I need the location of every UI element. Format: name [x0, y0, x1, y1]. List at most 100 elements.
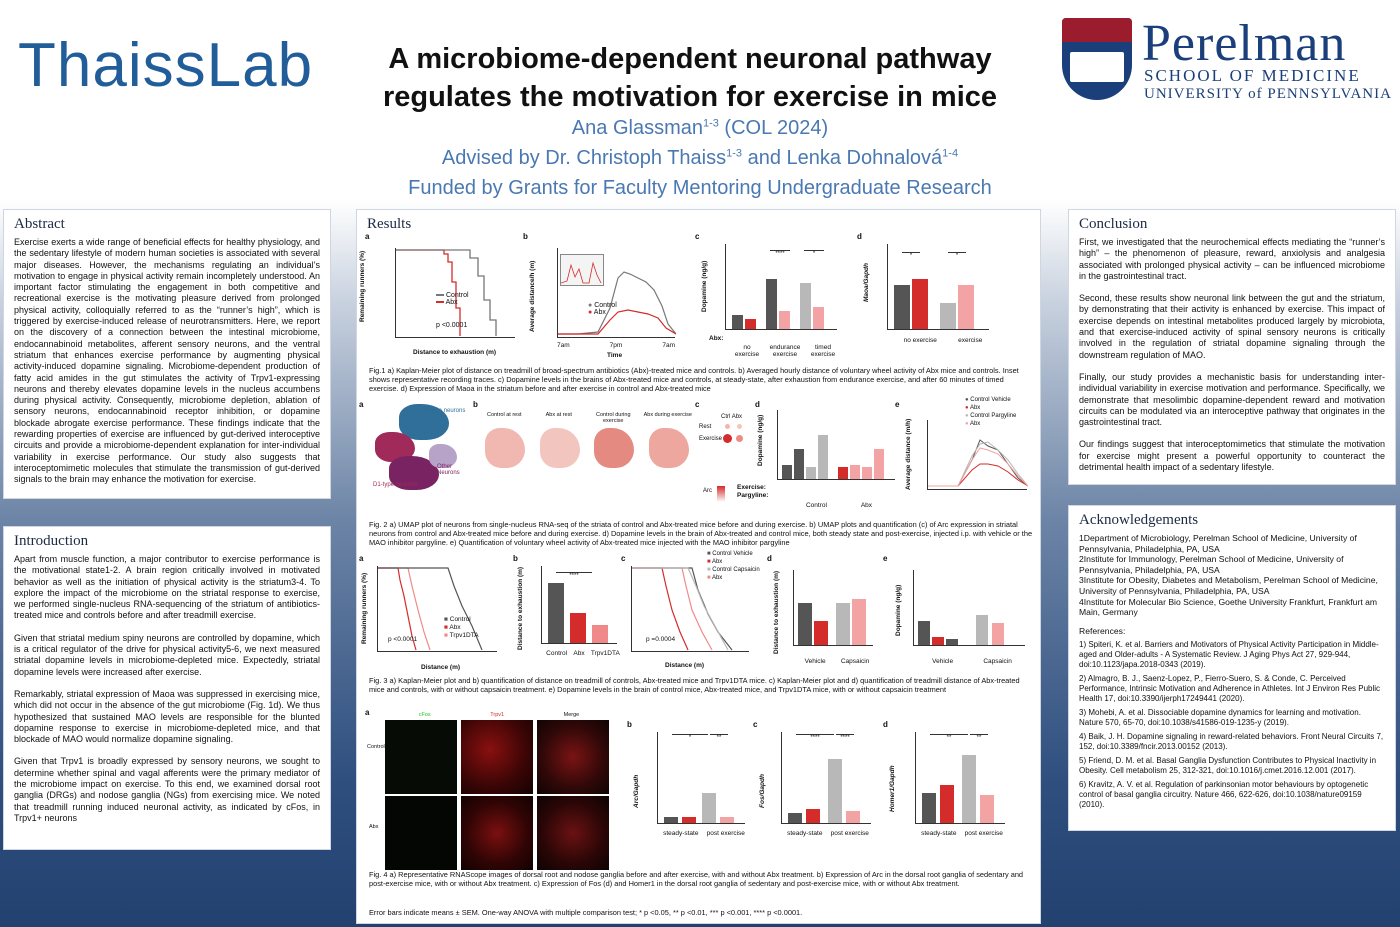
fig1d-ylabel: Maoa/Gapdh	[863, 262, 870, 302]
fig3c-curves	[632, 567, 733, 651]
fig1c-bar	[813, 307, 824, 329]
thaisslab-logo: ThaissLab	[18, 31, 314, 100]
fig1c-bar	[779, 311, 790, 329]
conclusion-title: Conclusion	[1079, 216, 1148, 232]
references-title: References:	[1079, 625, 1126, 636]
fig4c-bar	[806, 809, 820, 823]
acknowledgements-title: Acknowledgements	[1079, 512, 1199, 528]
references-list: 1) Spiteri, K. et al. Barriers and Motiv…	[1079, 640, 1384, 810]
fig2e-lines	[928, 439, 1028, 487]
fig3a-legend: ■ Control■ Abx■ Trpv1DTA	[444, 616, 479, 639]
introduction-panel: Introduction Apart from muscle function,…	[3, 526, 331, 850]
fig2d-bar	[806, 467, 816, 479]
fig1a-legend: Control Abx	[436, 292, 469, 306]
author-line: Ana Glassman1-3 (COL 2024)	[571, 117, 829, 139]
fig1d-bar	[940, 303, 956, 329]
fig1c-bar	[732, 315, 743, 329]
fig3a-ylabel: Remaining runners (%)	[361, 572, 368, 644]
fig3-caption: Fig. 3 a) Kaplan-Meier plot and b) quant…	[369, 676, 1020, 694]
fig1d-bar	[958, 285, 974, 329]
fig2e-legend: ● Control Vehicle ● Abx ● Control Pargyl…	[965, 397, 1017, 427]
fig3e-bar	[918, 621, 930, 645]
fig2a-umap: D2-type neurons Other Neurons D1-type ne…	[369, 404, 473, 500]
fig2e-wheel-pargyline	[927, 420, 1028, 490]
results-title: Results	[367, 216, 412, 232]
poster-title: A microbiome-dependent neuronal pathway …	[382, 43, 998, 113]
fig2b-umap-panels: Control at rest Abx at rest Control duri…	[479, 412, 693, 492]
fig1c-bar	[745, 319, 756, 329]
fig2d-bar	[794, 449, 804, 479]
figure-1: a Control Abx p <0.0001 Remaining runner…	[359, 232, 1035, 378]
fig1b-inset	[560, 254, 604, 286]
fig3c-legend: ■ Control Vehicle ■ Abx ■ Control Capsai…	[707, 551, 760, 581]
fig1a-xlabel: Distance to exhaustion (m)	[413, 349, 497, 356]
fig1d-bar	[894, 285, 910, 329]
fig3d-distance	[793, 570, 873, 646]
fig3c-kaplan-meier: p =0.0004	[631, 566, 749, 652]
fig2d-bar	[838, 467, 848, 479]
advisor-line: Advised by Dr. Christoph Thaiss1-3 and L…	[441, 147, 959, 169]
fig4a-image-merge-abx	[537, 796, 609, 870]
fig2d-rowlabels: Exercise:Pargyline:	[737, 484, 769, 499]
fig4b-bar	[682, 817, 696, 823]
fig2d-ylabel: Dopamine (ng/g)	[757, 414, 764, 466]
fig3b-bar	[570, 613, 586, 643]
fig3a-curves	[378, 567, 483, 651]
fig1c-bar	[800, 283, 811, 329]
fig1b-xlabel: Time	[607, 352, 623, 359]
fig4a-image-cfos-control	[385, 720, 457, 794]
fig2c-dotplot: Ctrl Abx Rest Exercise Arc	[699, 414, 751, 504]
abstract-panel: Abstract Exercise exerts a wide range of…	[3, 209, 331, 499]
fig4a-image-cfos-abx	[385, 796, 457, 870]
fig3e-bar	[946, 639, 958, 645]
fig2d-dopamine	[777, 410, 895, 480]
fig3b-bar	[548, 583, 564, 643]
figure-3: a ■ Control■ Abx■ Trpv1DTA p <0.0001 Rem…	[359, 551, 1035, 674]
fig4d-bar	[940, 785, 954, 823]
fig3e-bar	[976, 615, 988, 645]
fig3e-bar	[992, 623, 1004, 645]
fig4a-image-trpv1-control	[461, 720, 533, 794]
fig1b-lines	[558, 271, 676, 335]
abstract-text: Exercise exerts a wide range of benefici…	[14, 237, 320, 485]
abstract-title: Abstract	[14, 216, 65, 232]
fig4c-bar	[846, 811, 860, 823]
fig1b-ylabel: Average distance/h (m)	[529, 260, 536, 332]
fig3e-bar	[932, 637, 944, 645]
fig3d-bar	[798, 603, 812, 645]
fig2d-bar	[818, 435, 828, 479]
fig1b-legend: ● Control● Abx	[588, 302, 617, 316]
fig1a-pvalue: p <0.0001	[436, 322, 468, 329]
stats-note: Error bars indicate means ± SEM. One-way…	[369, 908, 803, 917]
fig3d-bar	[852, 599, 866, 645]
fig3d-bar	[836, 603, 850, 645]
penn-shield-icon	[1062, 18, 1132, 100]
funding-line: Funded by Grants for Faculty Mentoring U…	[408, 177, 992, 199]
figure-2: a D2-type neurons Other Neurons D1-type …	[359, 397, 1035, 520]
fig2-caption: Fig. 2 a) UMAP plot of neurons from sing…	[369, 520, 1033, 547]
results-panel: Results a Control Abx p <0.0001 Remainin…	[356, 209, 1041, 924]
acknowledgements-panel: Acknowledgements 1Department of Microbio…	[1068, 505, 1396, 831]
conclusion-panel: Conclusion First, we investigated that t…	[1068, 209, 1396, 485]
fig1d-bar	[912, 279, 928, 329]
fig1b-wheel-activity: ● Control● Abx	[557, 248, 676, 338]
fig2d-bar	[862, 467, 872, 479]
fig4-caption: Fig. 4 a) Representative RNAScope images…	[369, 870, 1024, 888]
fig4b-arc: * **	[657, 732, 745, 824]
fig1c-dopamine: **** *	[725, 244, 837, 330]
fig2d-bar	[874, 449, 884, 479]
fig4c-bar	[788, 813, 802, 823]
fig4b-bar	[720, 817, 734, 823]
fig3b-bar	[592, 625, 608, 643]
fig1a-kaplan-meier: Control Abx p <0.0001	[395, 248, 515, 338]
fig3a-kaplan-meier: ■ Control■ Abx■ Trpv1DTA p <0.0001	[377, 566, 497, 652]
fig1-caption: Fig.1 a) Kaplan-Meier plot of distance o…	[369, 366, 1019, 393]
fig2e-ylabel: Average distance (m/h)	[905, 418, 912, 490]
